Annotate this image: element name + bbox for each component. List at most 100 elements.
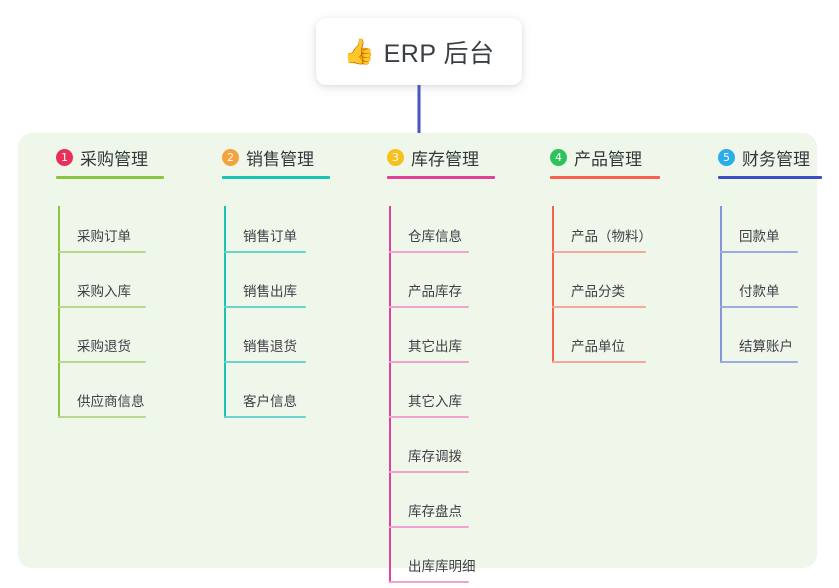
leaf-label: 其它入库 — [408, 394, 462, 409]
leaf-item[interactable]: 仓库信息 — [389, 206, 469, 261]
leaf-item[interactable]: 供应商信息 — [58, 371, 146, 426]
leaf-list: 回款单付款单结算账户 — [701, 170, 810, 363]
leaf-underline — [720, 361, 798, 363]
branch-label: 财务管理 — [742, 149, 810, 169]
leaf-item[interactable]: 销售退货 — [224, 316, 306, 371]
branch-column-5: 5 财务管理回款单付款单结算账户 — [701, 144, 822, 363]
leaf-item[interactable]: 产品分类 — [552, 261, 646, 316]
leaf-label: 客户信息 — [243, 394, 297, 409]
leaf-label: 供应商信息 — [77, 394, 145, 409]
leaf-label: 采购入库 — [77, 284, 131, 299]
leaf-item[interactable]: 回款单 — [720, 206, 798, 261]
leaf-item[interactable]: 库存调拨 — [389, 426, 469, 481]
leaf-label: 其它出库 — [408, 339, 462, 354]
branch-number-badge: 5 — [718, 148, 735, 166]
branch-header-5[interactable]: 5 财务管理 — [701, 144, 810, 170]
leaf-underline — [224, 251, 306, 253]
branch-label: 库存管理 — [411, 149, 479, 169]
branch-column-4: 4 产品管理产品（物料） 产品分类产品单位 — [533, 144, 660, 363]
leaf-label: 采购退货 — [77, 339, 131, 354]
branch-spine — [552, 206, 554, 363]
leaf-underline — [389, 306, 469, 308]
leaf-label: 库存盘点 — [408, 504, 462, 519]
leaf-item[interactable]: 采购退货 — [58, 316, 146, 371]
leaf-underline — [389, 361, 469, 363]
leaf-underline — [389, 251, 469, 253]
leaf-underline — [224, 306, 306, 308]
branch-column-1: 1 采购管理采购订单采购入库采购退货供应商信息 — [39, 144, 164, 418]
leaf-list: 销售订单销售出库销售退货客户信息 — [205, 170, 314, 418]
leaf-item[interactable]: 库存盘点 — [389, 481, 469, 536]
thumbs-up-icon: 👍 — [343, 38, 375, 66]
leaf-underline — [389, 526, 469, 528]
branch-number-badge: 3 — [387, 148, 404, 166]
leaf-item[interactable]: 销售订单 — [224, 206, 306, 261]
leaf-label: 出库库明细 — [408, 559, 476, 574]
branch-spine — [58, 206, 60, 418]
leaf-item[interactable]: 产品单位 — [552, 316, 646, 371]
leaf-label: 销售退货 — [243, 339, 297, 354]
leaf-item[interactable]: 付款单 — [720, 261, 798, 316]
leaf-list: 产品（物料） 产品分类产品单位 — [533, 170, 652, 363]
branch-column-2: 2 销售管理销售订单销售出库销售退货客户信息 — [205, 144, 330, 418]
branch-header-1[interactable]: 1 采购管理 — [39, 144, 148, 170]
leaf-underline — [58, 251, 146, 253]
leaf-list: 仓库信息产品库存其它出库其它入库库存调拨库存盘点出库库明细 — [370, 170, 479, 583]
leaf-item[interactable]: 采购订单 — [58, 206, 146, 261]
branch-label: 销售管理 — [246, 149, 314, 169]
leaf-label: 销售出库 — [243, 284, 297, 299]
leaf-underline — [720, 251, 798, 253]
branch-underline — [718, 176, 822, 179]
leaf-label: 产品分类 — [571, 284, 625, 299]
branch-underline — [56, 176, 164, 179]
leaf-underline — [224, 416, 306, 418]
branch-number-badge: 4 — [550, 148, 567, 166]
leaf-underline — [552, 306, 646, 308]
leaf-underline — [552, 361, 646, 363]
leaf-underline — [224, 361, 306, 363]
branch-label: 产品管理 — [574, 149, 642, 169]
root-node[interactable]: 👍 ERP 后台 — [316, 18, 522, 85]
leaf-item[interactable]: 其它入库 — [389, 371, 469, 426]
leaf-list: 采购订单采购入库采购退货供应商信息 — [39, 170, 148, 418]
leaf-item[interactable]: 产品（物料） — [552, 206, 652, 261]
leaf-label: 产品库存 — [408, 284, 462, 299]
branch-spine — [720, 206, 722, 363]
leaf-label: 采购订单 — [77, 229, 131, 244]
leaf-label: 结算账户 — [739, 339, 793, 354]
leaf-item[interactable]: 销售出库 — [224, 261, 306, 316]
branch-underline — [387, 176, 495, 179]
leaf-item[interactable]: 采购入库 — [58, 261, 146, 316]
leaf-underline — [552, 251, 646, 253]
branch-number-badge: 1 — [56, 148, 73, 166]
branch-underline — [222, 176, 330, 179]
leaf-underline — [389, 581, 469, 583]
leaf-item[interactable]: 结算账户 — [720, 316, 798, 371]
root-title: ERP 后台 — [383, 39, 495, 68]
branch-underline — [550, 176, 660, 179]
leaf-label: 产品单位 — [571, 339, 625, 354]
branch-header-2[interactable]: 2 销售管理 — [205, 144, 314, 170]
branch-header-4[interactable]: 4 产品管理 — [533, 144, 642, 170]
branch-number-badge: 2 — [222, 148, 239, 166]
leaf-label: 回款单 — [739, 229, 780, 244]
leaf-item[interactable]: 客户信息 — [224, 371, 306, 426]
leaf-underline — [58, 361, 146, 363]
leaf-underline — [720, 306, 798, 308]
leaf-label: 仓库信息 — [408, 229, 462, 244]
leaf-underline — [389, 416, 469, 418]
leaf-item[interactable]: 出库库明细 — [389, 536, 476, 588]
branch-spine — [224, 206, 226, 418]
leaf-label: 库存调拨 — [408, 449, 462, 464]
leaf-item[interactable]: 产品库存 — [389, 261, 469, 316]
leaf-underline — [58, 416, 146, 418]
leaf-underline — [58, 306, 146, 308]
branch-label: 采购管理 — [80, 149, 148, 169]
leaf-label: 销售订单 — [243, 229, 297, 244]
background-panel — [18, 133, 817, 568]
leaf-underline — [389, 471, 469, 473]
branch-header-3[interactable]: 3 库存管理 — [370, 144, 479, 170]
leaf-item[interactable]: 其它出库 — [389, 316, 469, 371]
leaf-label: 付款单 — [739, 284, 780, 299]
